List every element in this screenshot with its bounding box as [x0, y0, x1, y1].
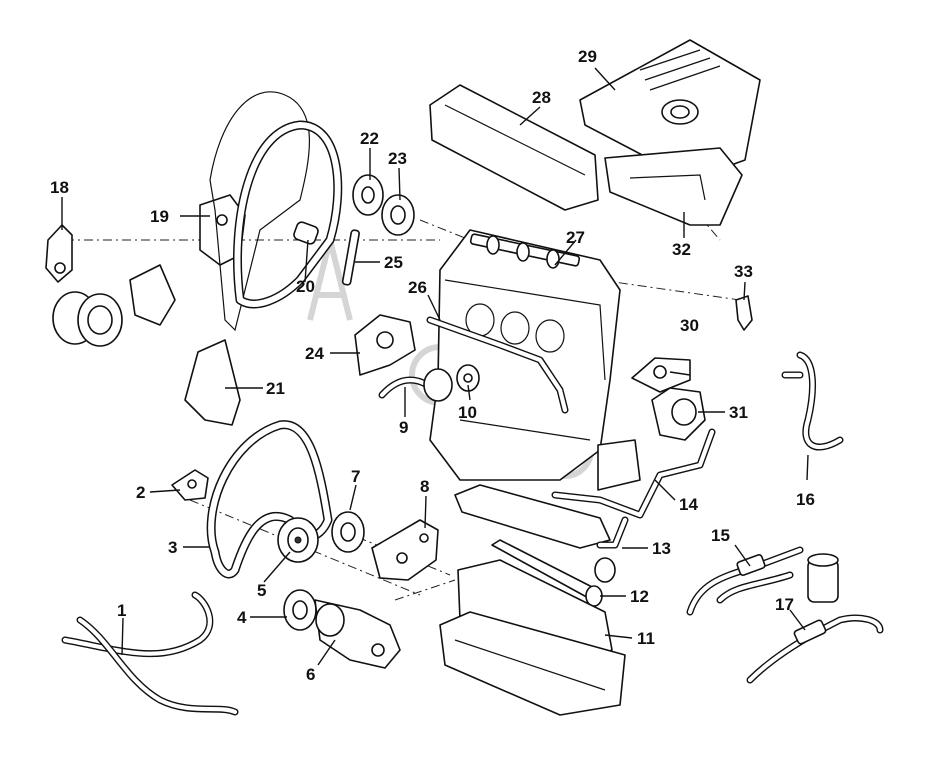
part-24-housing[interactable]	[354, 314, 416, 376]
part-28-valve-cover[interactable]	[429, 84, 599, 211]
part-20-idler-roller[interactable]	[293, 221, 320, 245]
part-11-oil-pan[interactable]	[439, 559, 626, 716]
part-32-cover-frame[interactable]	[604, 147, 743, 226]
callout-32: 32	[672, 240, 691, 259]
part-16-hose[interactable]	[781, 351, 844, 451]
part-1-hose-set[interactable]	[61, 591, 239, 716]
callout-2: 2	[136, 483, 145, 502]
callout-29: 29	[578, 47, 597, 66]
part-15-hose[interactable]	[686, 546, 804, 616]
part-31-pump[interactable]	[651, 387, 706, 441]
callout-31: 31	[729, 403, 748, 422]
part-25-sensor[interactable]	[341, 229, 360, 286]
callout-20: 20	[296, 277, 315, 296]
callout-18: 18	[50, 178, 69, 197]
callout-21: 21	[266, 379, 285, 398]
callout-11: 11	[637, 629, 655, 648]
alternator[interactable]	[52, 264, 176, 347]
callout-1: 1	[117, 601, 126, 620]
part-33-sensor[interactable]	[735, 295, 753, 331]
callout-25: 25	[384, 253, 403, 272]
part-4-pulley[interactable]	[283, 589, 317, 631]
part-30-fitting[interactable]	[631, 357, 691, 393]
part-10-thermostat[interactable]	[456, 364, 480, 392]
callout-15: 15	[711, 526, 730, 545]
callout-26: 26	[408, 278, 427, 297]
callout-14: 14	[679, 495, 698, 514]
callout-28: 28	[532, 88, 551, 107]
part-26-pipe[interactable]	[426, 316, 569, 414]
part-17-filter[interactable]	[746, 553, 884, 684]
part-23-cam-gear[interactable]	[381, 194, 415, 236]
part-22-cam-gear[interactable]	[352, 174, 384, 216]
callout-4: 4	[237, 608, 247, 627]
part-9-water-pipe[interactable]	[378, 368, 453, 402]
callout-30: 30	[680, 316, 699, 335]
callout-17: 17	[775, 595, 794, 614]
callout-6: 6	[306, 665, 315, 684]
callout-27: 27	[566, 228, 585, 247]
callout-8: 8	[420, 477, 429, 496]
callout-10: 10	[458, 403, 477, 422]
part-3-chain[interactable]	[206, 420, 333, 579]
callout-13: 13	[652, 539, 671, 558]
callout-16: 16	[796, 490, 815, 509]
callout-23: 23	[388, 149, 407, 168]
callout-labels: 1 2 3 4 5 6 7 8 9 10 11 12 13 14 15 16 1…	[50, 47, 815, 684]
callout-7: 7	[351, 467, 360, 486]
part-14-coolant-pipe[interactable]	[551, 428, 716, 519]
part-12-pipe[interactable]	[491, 539, 603, 607]
callout-33: 33	[734, 262, 753, 281]
leader-lines	[61, 67, 809, 666]
part-6-oil-pump[interactable]	[314, 599, 401, 669]
part-27-camshaft[interactable]	[469, 233, 581, 269]
part-7-sprocket[interactable]	[331, 511, 365, 553]
part-8-mount-bracket[interactable]	[371, 519, 439, 581]
callout-5: 5	[257, 581, 266, 600]
part-29-engine-cover[interactable]	[579, 39, 761, 181]
part-13-oil-pipe[interactable]	[454, 484, 629, 583]
callout-24: 24	[305, 344, 324, 363]
part-2-bracket[interactable]	[171, 469, 209, 501]
callout-22: 22	[360, 129, 379, 148]
callout-19: 19	[150, 207, 169, 226]
callout-9: 9	[399, 418, 408, 437]
callout-3: 3	[168, 538, 177, 557]
part-21-cover-plate[interactable]	[184, 339, 241, 426]
part-5-sprocket[interactable]	[277, 517, 319, 563]
timing-belt-cover[interactable]	[209, 91, 343, 332]
callout-12: 12	[630, 587, 649, 606]
part-18-bracket[interactable]	[45, 224, 73, 283]
